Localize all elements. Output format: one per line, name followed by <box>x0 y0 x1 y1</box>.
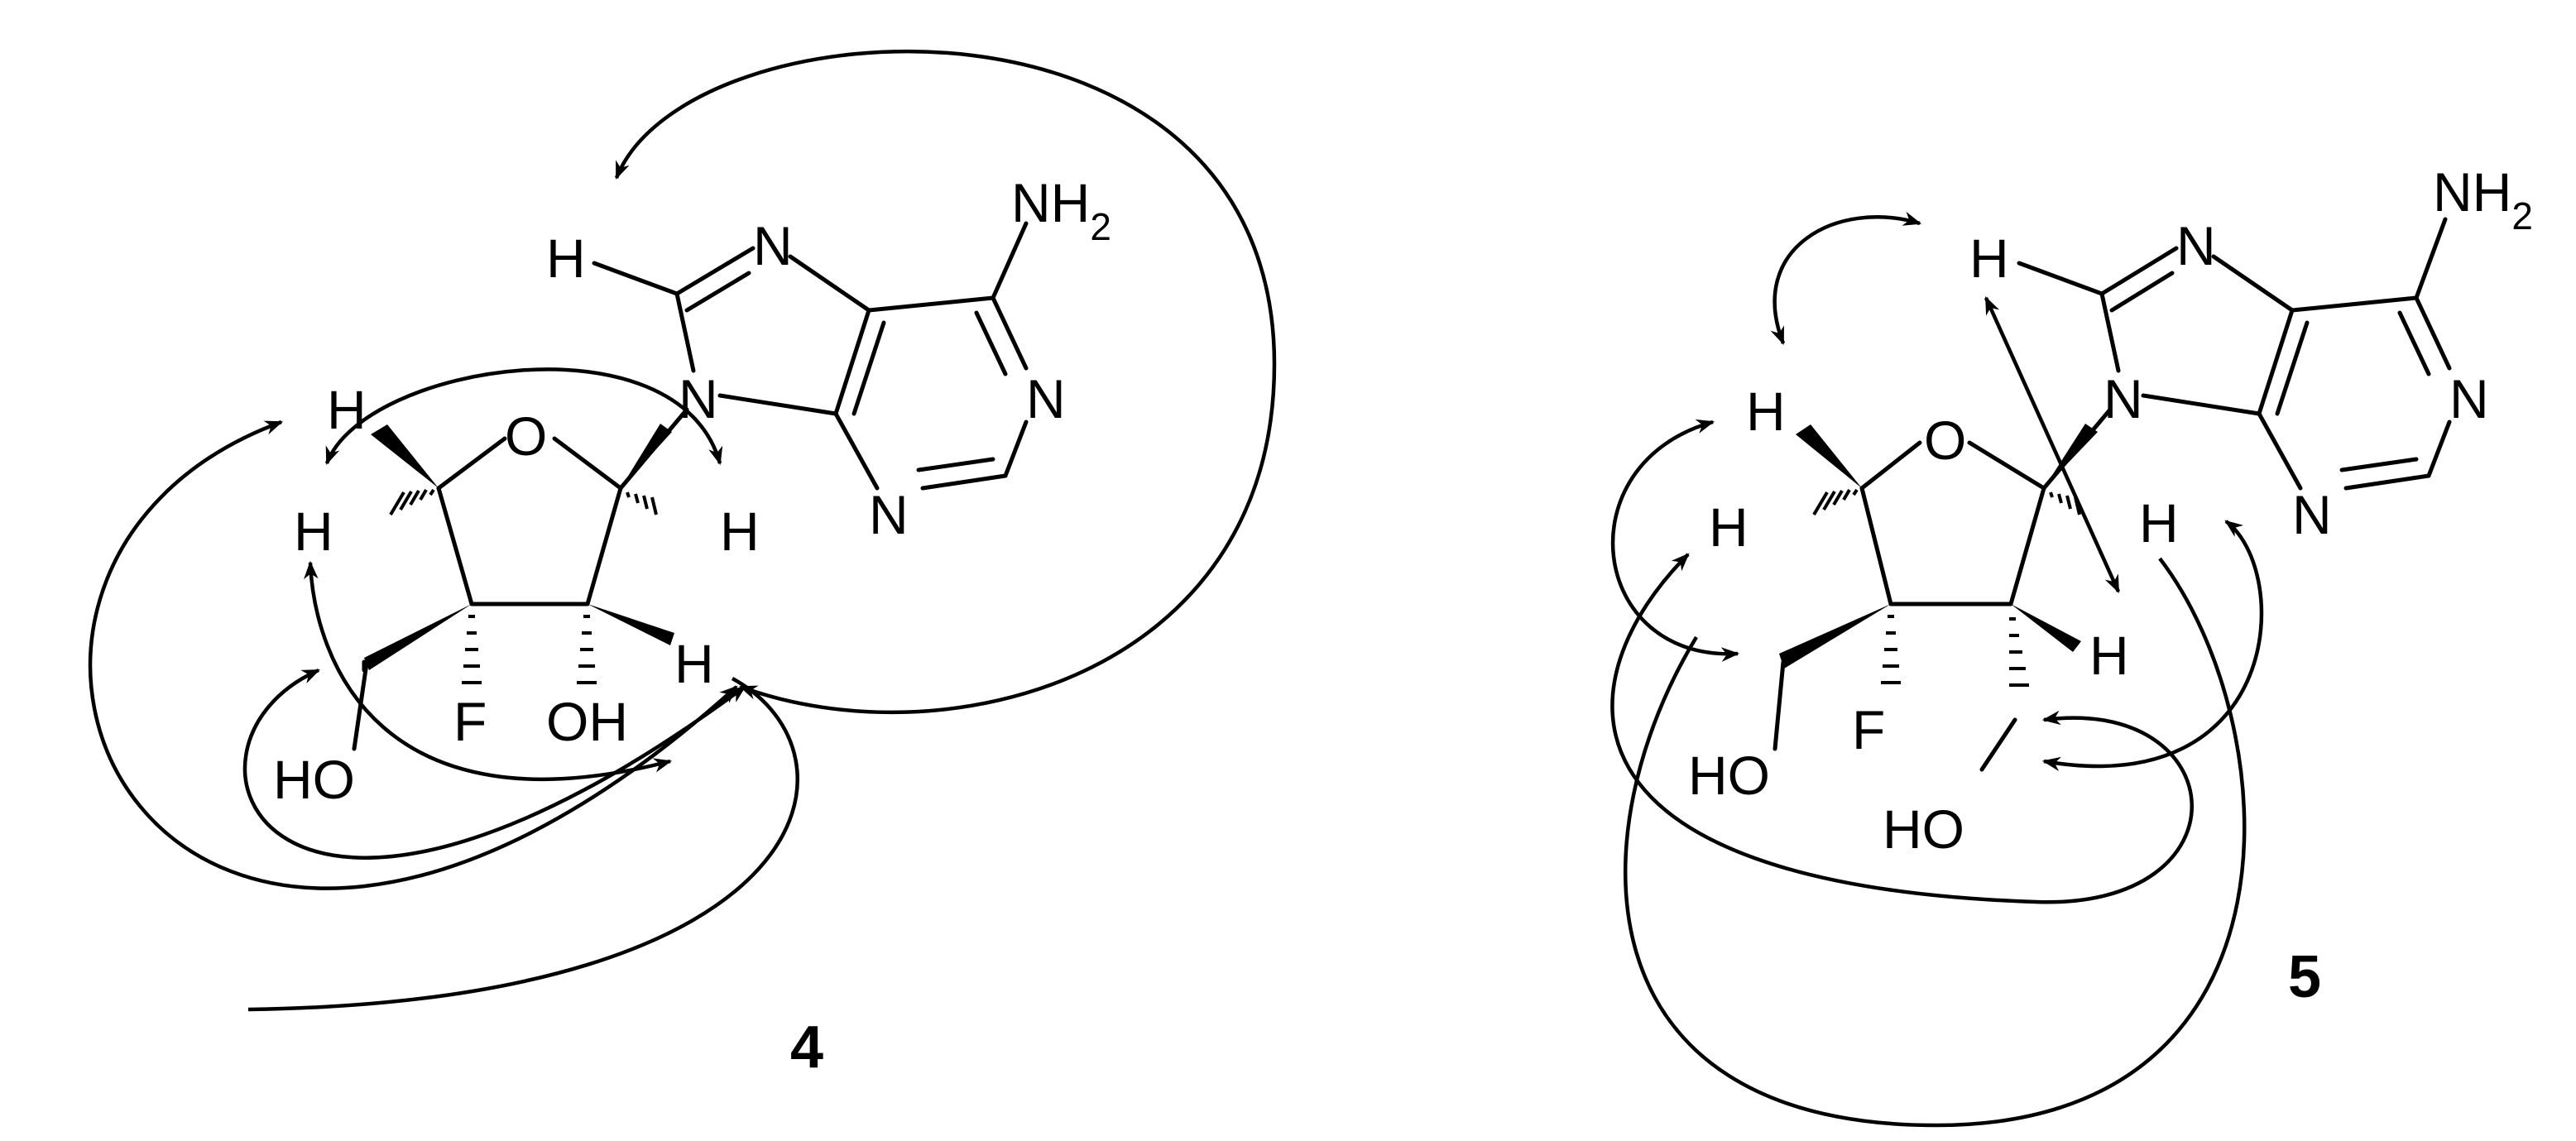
molecule-4: O N N N N NH2 H H H H H F OH HO 4 <box>88 49 1277 1081</box>
h4-top-label: H <box>327 379 367 440</box>
n3-label: N <box>869 484 909 545</box>
nh2-label: NH2 <box>1011 172 1111 248</box>
h4-left-label: H <box>294 501 333 562</box>
noe-arrows-5 <box>1610 211 2264 1128</box>
molecule-5: O N N N N NH2 H H H H H F HO HO 5 <box>1610 161 2533 1128</box>
n7-label: N <box>753 215 793 276</box>
h2-label: H <box>2089 625 2129 686</box>
nh2-label: NH2 <box>2433 161 2533 237</box>
hydroxyl-label: OH <box>546 691 628 752</box>
noe-arrows-4 <box>88 49 1277 1012</box>
fluorine-label: F <box>453 691 487 752</box>
sugar-ring-bonds-5 <box>1859 407 2113 606</box>
atom-labels-4: O N N N N NH2 H H H H H F OH HO <box>273 172 1111 810</box>
h1-label: H <box>720 501 760 562</box>
n7-label: N <box>2176 215 2216 276</box>
ho-label: HO <box>1688 745 1770 806</box>
h1-label: H <box>2139 492 2179 554</box>
purine-bonds-5 <box>2017 217 2452 491</box>
n9-label: N <box>2103 368 2143 429</box>
n3-label: N <box>2292 484 2332 545</box>
h2-label: H <box>674 633 714 694</box>
purine-bonds-4 <box>592 221 1029 491</box>
h4-top-label: H <box>1746 381 1786 442</box>
h8-label: H <box>546 228 586 289</box>
hashed-bonds-5 <box>1812 488 2081 687</box>
hashed-bonds-4 <box>389 488 658 684</box>
n1-label: N <box>2449 368 2489 429</box>
n1-label: N <box>1026 368 1066 429</box>
ch2-o-bond-5b <box>1979 717 2017 772</box>
h8-label: H <box>1969 228 2009 289</box>
ch2-o-bond-5 <box>1772 659 1786 751</box>
ho2-label: HO <box>1883 798 1964 860</box>
ho-label: HO <box>273 749 355 810</box>
compound-number-4: 4 <box>790 1014 823 1081</box>
ring-oxygen-label: O <box>505 405 547 467</box>
fluorine-label: F <box>1852 699 1885 760</box>
h4-left-label: H <box>1709 496 1749 558</box>
compound-number-5: 5 <box>2288 944 2321 1010</box>
ring-oxygen-label: O <box>1924 410 1966 471</box>
